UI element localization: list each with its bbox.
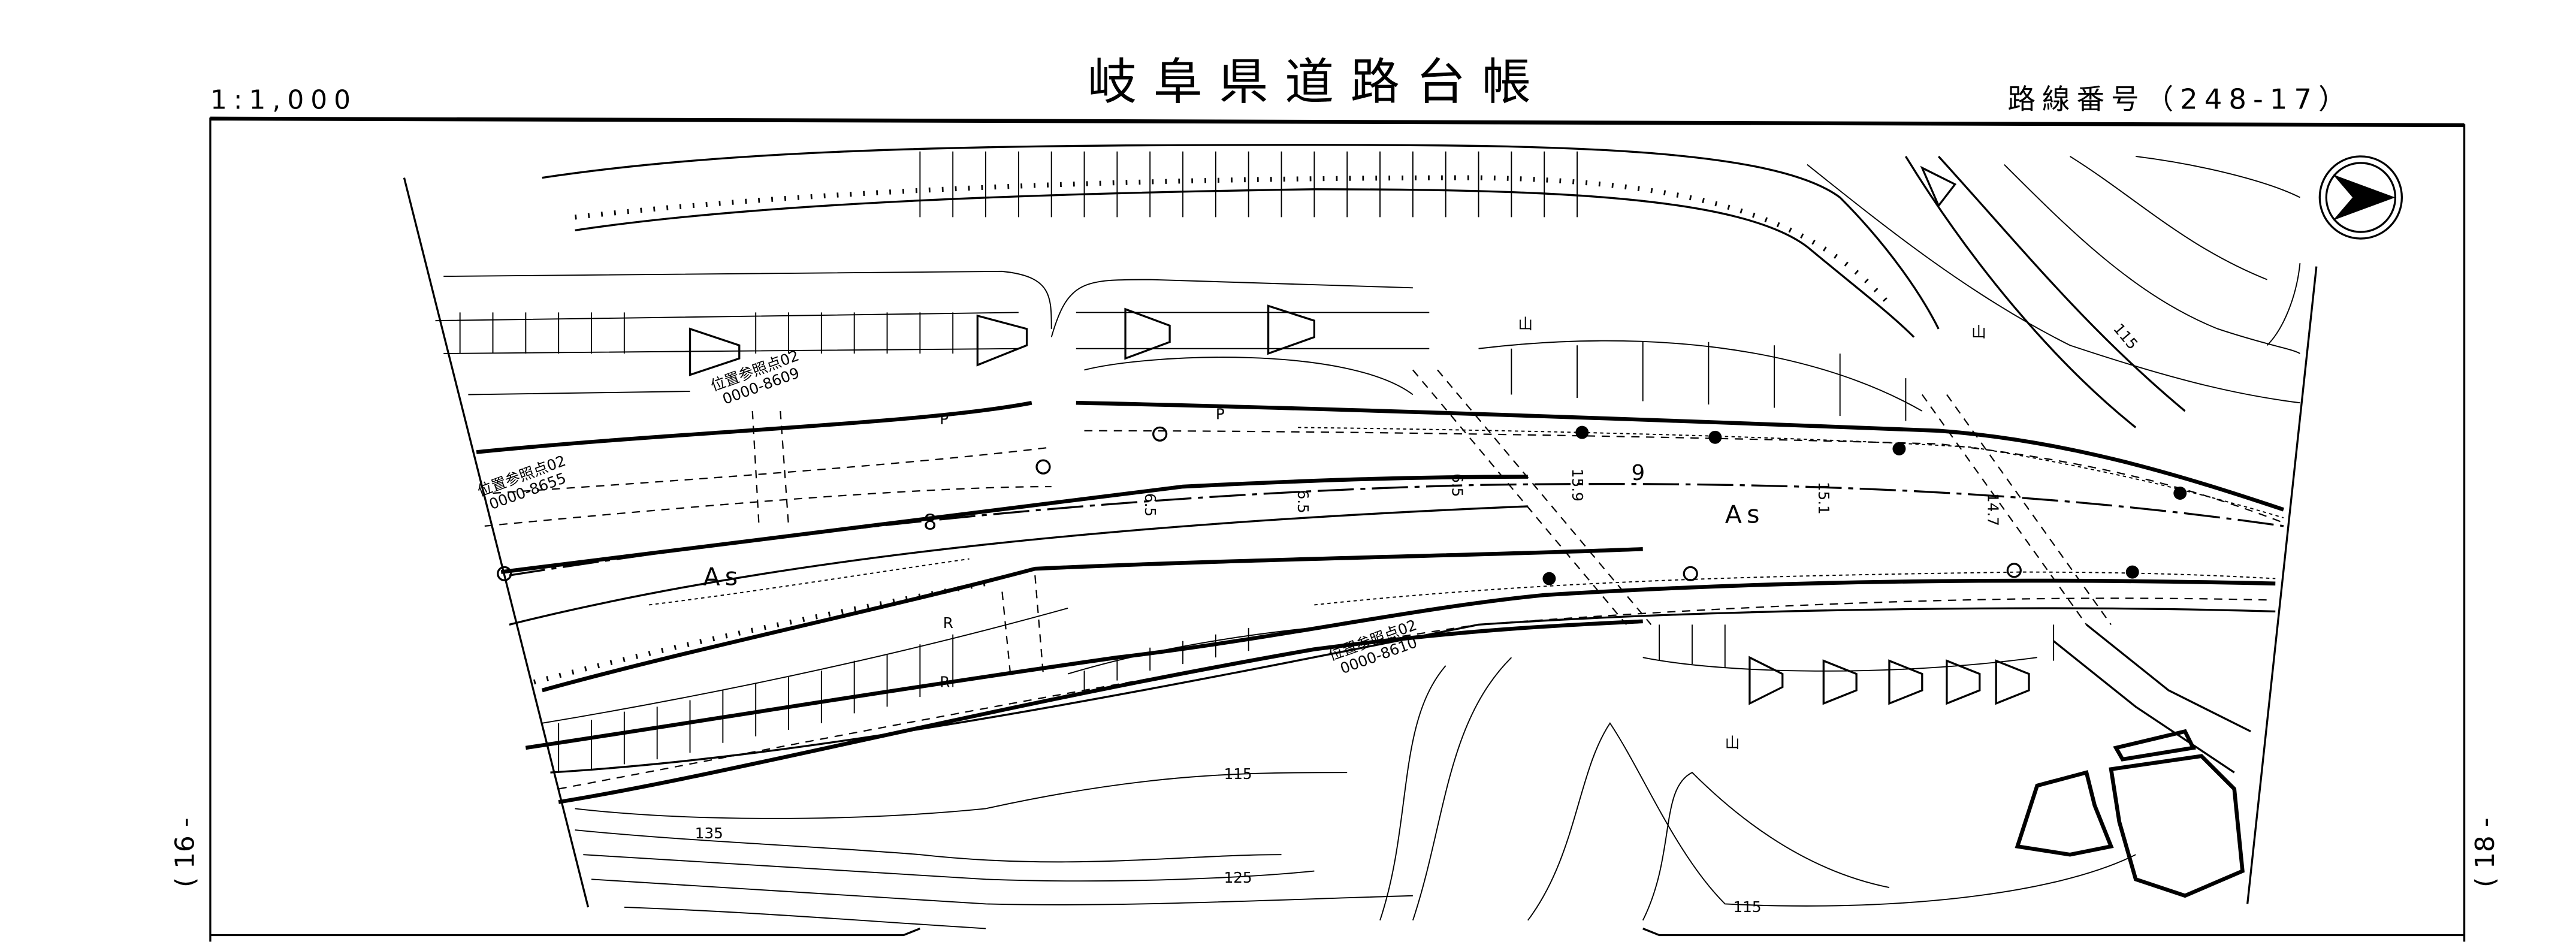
contour-label: 115 [1224, 765, 1252, 783]
map-frame [209, 117, 2466, 942]
width-label: 15.1 [1815, 482, 1832, 515]
road-centerline [509, 482, 2284, 576]
pole-symbol: P [940, 410, 949, 428]
utility-poles [497, 425, 2187, 585]
road-edges [476, 400, 2285, 804]
mountain-symbol: 山 [1725, 734, 1740, 751]
slope-hatching [435, 151, 1923, 421]
buildings [2015, 729, 2245, 898]
map-boundary [403, 177, 2318, 908]
station-label: 9 [1632, 461, 1645, 485]
pole-symbol: P [1216, 406, 1225, 423]
scale-label: 1:1,000 [210, 84, 357, 115]
width-label: 6.5 [1141, 493, 1159, 517]
contour-lines [575, 156, 2301, 929]
frame-top-border [210, 116, 2465, 128]
contour-label: 135 [695, 825, 723, 842]
slope-hatching-lower [542, 608, 2055, 773]
crossing-pipes [751, 369, 2112, 674]
width-label: 6.5 [1294, 490, 1312, 514]
frame-bottom-border [210, 928, 2465, 937]
surface-label: As [703, 563, 742, 591]
r-symbol: R [943, 614, 953, 632]
embankment-bands [533, 144, 1940, 685]
mountain-symbol: 山 [1971, 324, 1986, 341]
width-label: 14.7 [1984, 493, 2001, 526]
contour-label: 115 [1734, 898, 1762, 916]
station-label: 8 [923, 510, 937, 535]
width-label: 6.5 [1449, 473, 1466, 497]
route-number: 路線番号（248-17） [2007, 83, 2352, 115]
guard-rails [648, 427, 2284, 606]
side-road [1904, 155, 2251, 774]
map-symbols: 山 山 山 P P R R [940, 315, 1986, 751]
mountain-symbol: 山 [1518, 315, 1533, 333]
surface-label: As [1725, 500, 1765, 529]
adjacent-sheet-left: ( 16 - [170, 817, 201, 887]
road-width-labels: 6.5 6.5 6.5 15.9 15.1 14.7 [1141, 469, 2001, 526]
contour-labels: 115 115 125 135 115 [695, 320, 2142, 916]
r-symbol: R [940, 674, 950, 691]
culverts [688, 165, 2030, 705]
contour-label: 125 [1224, 869, 1252, 886]
adjacent-sheet-right: ( 18 - [2470, 817, 2500, 887]
north-arrow-icon [2318, 155, 2403, 240]
width-label: 15.9 [1569, 469, 1586, 502]
sheet-title: 岐阜県道路台帳 [1088, 54, 1548, 111]
